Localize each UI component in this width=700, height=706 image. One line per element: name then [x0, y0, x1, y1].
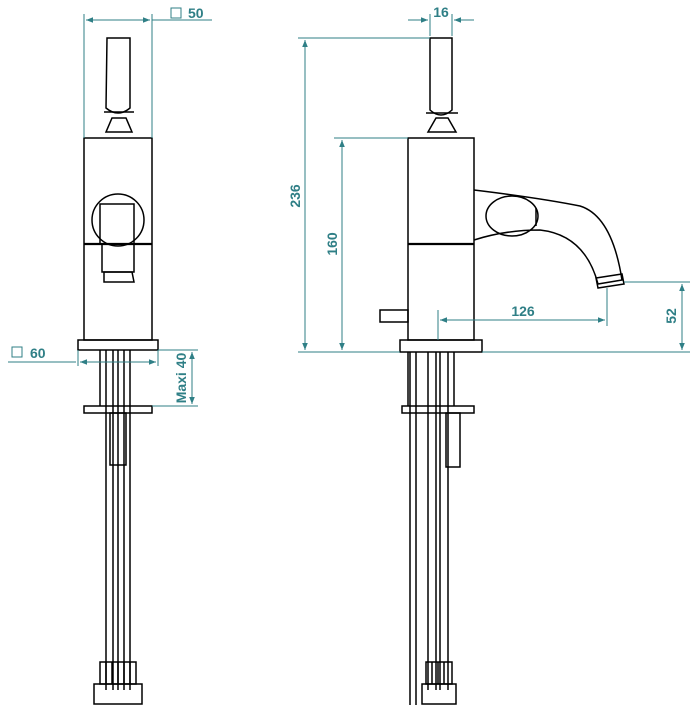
dim-base: 60: [30, 345, 46, 361]
side-spout: [473, 189, 623, 285]
side-lever-handle: [429, 37, 453, 116]
dim-max-thickness: Maxi 40: [173, 352, 189, 403]
side-connector-nut: [421, 683, 457, 705]
dim-spout-reach: 126: [511, 303, 535, 319]
dim-width-top: 50: [188, 5, 204, 21]
side-spout-inlet: [485, 195, 539, 237]
front-lever-collar: [104, 117, 134, 133]
side-lever-collar: [426, 117, 458, 133]
side-view: [379, 37, 625, 705]
dim-spout-height: 52: [663, 308, 679, 324]
dimension-lines: [8, 7, 690, 407]
side-popup-rod: [379, 309, 409, 323]
front-lever-handle: [105, 37, 131, 114]
front-view: [77, 37, 159, 705]
dim-stem: 16: [433, 4, 449, 20]
square-symbol-base: [11, 346, 23, 358]
side-fixing-plate: [401, 405, 475, 414]
front-base-plate: [77, 339, 159, 351]
front-cartridge: [91, 193, 145, 247]
side-body: [407, 137, 475, 341]
dimension-labels: 50 16 236 160 60 Maxi 40 126 52: [30, 4, 679, 403]
square-symbol-top: [170, 7, 182, 19]
dim-total-height: 236: [287, 184, 303, 208]
side-base-plate: [399, 339, 483, 353]
dim-body-height: 160: [324, 232, 340, 256]
front-connector-nut: [93, 683, 143, 705]
front-body: [83, 137, 153, 341]
